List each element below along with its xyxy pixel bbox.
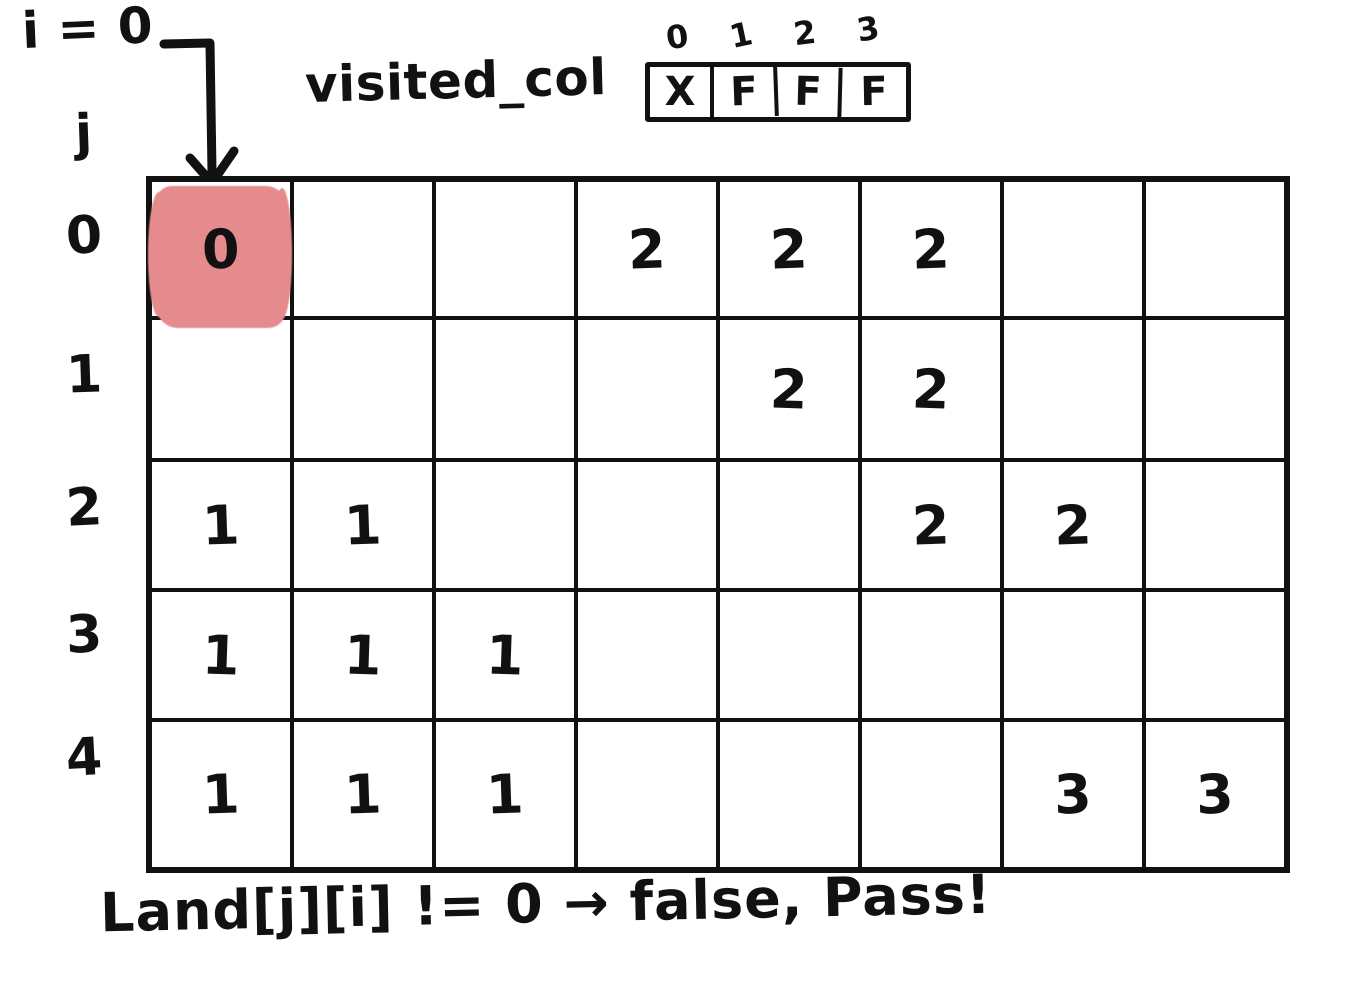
grid-cell-3-7 — [1142, 588, 1289, 722]
grid-cell-1-4: 2 — [716, 316, 862, 462]
visited-col-cell-3: F — [859, 68, 889, 116]
grid-row-label-0: 0 — [64, 205, 104, 267]
i-variable-label: i = 0 — [20, 0, 155, 60]
visited-col-index-0: 0 — [663, 16, 691, 58]
j-variable-label: j — [73, 103, 94, 162]
grid-cell-2-0: 1 — [147, 458, 294, 592]
grid-cell-4-0: 1 — [147, 718, 294, 872]
grid-row-label-1: 1 — [64, 344, 104, 406]
grid-cell-2-2 — [432, 458, 578, 592]
visited-col-cell-1: F — [713, 65, 779, 119]
table-row: 1 1 1 — [147, 588, 1289, 722]
grid-cell-1-0 — [147, 316, 294, 462]
highlight-blob — [148, 186, 292, 328]
grid-cell-2-1: 1 — [290, 458, 436, 592]
grid-cell-3-4 — [716, 588, 862, 722]
grid-row-label-3: 3 — [64, 604, 104, 666]
grid-cell-2-5: 2 — [858, 458, 1004, 592]
grid-cell-4-3 — [574, 718, 720, 872]
grid-cell-1-7 — [1142, 316, 1289, 462]
grid-cell-4-4 — [716, 718, 862, 872]
grid-cell-0-5: 2 — [858, 177, 1004, 320]
visited-col-label: visited_col — [304, 48, 608, 114]
land-grid-table: 0 2 2 2 2 2 1 1 — [146, 176, 1290, 873]
grid-cell-3-3 — [574, 588, 720, 722]
grid-cell-4-7: 3 — [1142, 718, 1289, 872]
grid-cell-4-6: 3 — [1000, 718, 1146, 872]
grid-cell-4-1: 1 — [290, 718, 436, 872]
grid-cell-0-2 — [432, 177, 578, 320]
visited-col-index-1: 1 — [726, 14, 756, 56]
visited-col-index-2: 2 — [791, 12, 819, 54]
grid-row-label-2: 2 — [64, 477, 104, 539]
grid-cell-3-6 — [1000, 588, 1146, 722]
visited-col-cell-2: F — [777, 66, 843, 118]
table-row: 2 2 — [147, 316, 1289, 462]
grid-cell-2-3 — [574, 458, 720, 592]
visited-col-array: 0 1 2 3 X F F F — [645, 9, 911, 122]
grid-cell-2-6: 2 — [1000, 458, 1146, 592]
visited-col-index-3: 3 — [854, 8, 883, 50]
table-row: 0 2 2 2 — [147, 177, 1289, 328]
grid-cell-0-1 — [290, 177, 436, 320]
table-row: 1 1 2 2 — [147, 458, 1289, 592]
land-grid: 0 2 2 2 2 2 1 1 — [146, 176, 1290, 873]
grid-cell-1-2 — [432, 316, 578, 462]
visited-col-index-row: 0 1 2 3 — [645, 9, 901, 58]
grid-cell-1-6 — [1000, 316, 1146, 462]
grid-cell-0-4: 2 — [716, 177, 862, 320]
visited-col-cell-0: X — [650, 67, 714, 117]
grid-cell-1-1 — [290, 316, 436, 462]
grid-cell-0-6 — [1000, 177, 1146, 320]
grid-cell-4-5 — [858, 718, 1004, 872]
table-row: 1 1 1 3 3 — [147, 718, 1289, 872]
pointer-arrow-icon — [159, 38, 239, 188]
grid-cell-3-0: 1 — [147, 588, 294, 722]
grid-cell-3-2: 1 — [432, 588, 578, 722]
grid-cell-0-3: 2 — [574, 177, 720, 320]
visited-col-cells: X F F F — [645, 62, 911, 122]
grid-cell-2-4 — [716, 458, 862, 592]
grid-cell-1-3 — [574, 316, 720, 462]
grid-cell-0-0: 0 — [147, 177, 294, 328]
grid-row-label-4: 4 — [64, 727, 104, 789]
grid-cell-3-1: 1 — [290, 588, 436, 722]
grid-cell-0-7 — [1142, 177, 1289, 320]
conclusion-caption: Land[j][i] != 0 → false, Pass! — [99, 862, 993, 945]
grid-cell-3-5 — [858, 588, 1004, 722]
grid-cell-1-5: 2 — [858, 316, 1004, 462]
grid-cell-4-2: 1 — [432, 718, 578, 872]
grid-cell-2-7 — [1142, 458, 1289, 592]
